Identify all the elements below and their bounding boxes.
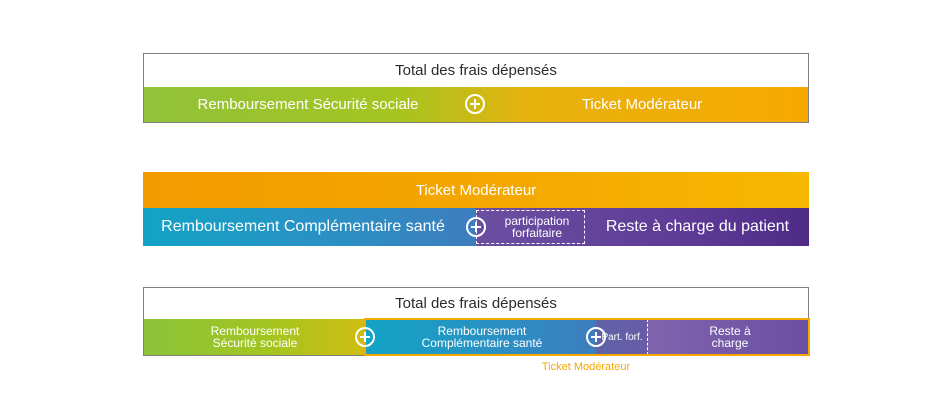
diagram-1-ticket-label: Ticket Modérateur	[581, 96, 703, 113]
plus-icon	[465, 94, 485, 114]
diagram-3-complementaire-segment	[366, 319, 596, 355]
diagram-3-reste-segment	[648, 319, 808, 355]
diagram-2-reste-label: Reste à charge du patient	[605, 218, 790, 235]
diagram-3-ticket-label: Ticket Modérateur	[541, 361, 631, 373]
diagram-3-part-label: Part. forf.	[601, 331, 643, 343]
plus-icon	[355, 327, 375, 347]
diagram-3-secu-segment	[144, 319, 366, 355]
diagram-3-reste-label: Reste à charge	[709, 324, 751, 350]
diagram-3-complementaire-label: Remboursement Complémentaire santé	[421, 324, 543, 350]
diagram-3-header: Total des frais dépensés	[395, 295, 557, 312]
plus-icon	[466, 217, 486, 237]
diagram-2-complementaire-label: Remboursement Complémentaire santé	[161, 218, 445, 235]
diagram-2-purple-segment	[476, 208, 809, 246]
diagram-1-header: Total des frais dépensés	[395, 62, 557, 79]
diagram-3-secu-label: Remboursement Sécurité sociale	[210, 324, 300, 350]
diagram-2-blue-segment	[143, 208, 476, 246]
diagram-1-secu-label: Remboursement Sécurité sociale	[197, 96, 419, 113]
diagram-2-participation-label: participation forfaitaire	[504, 214, 570, 240]
diagram-2-header: Ticket Modérateur	[143, 172, 809, 208]
plus-icon	[586, 327, 606, 347]
